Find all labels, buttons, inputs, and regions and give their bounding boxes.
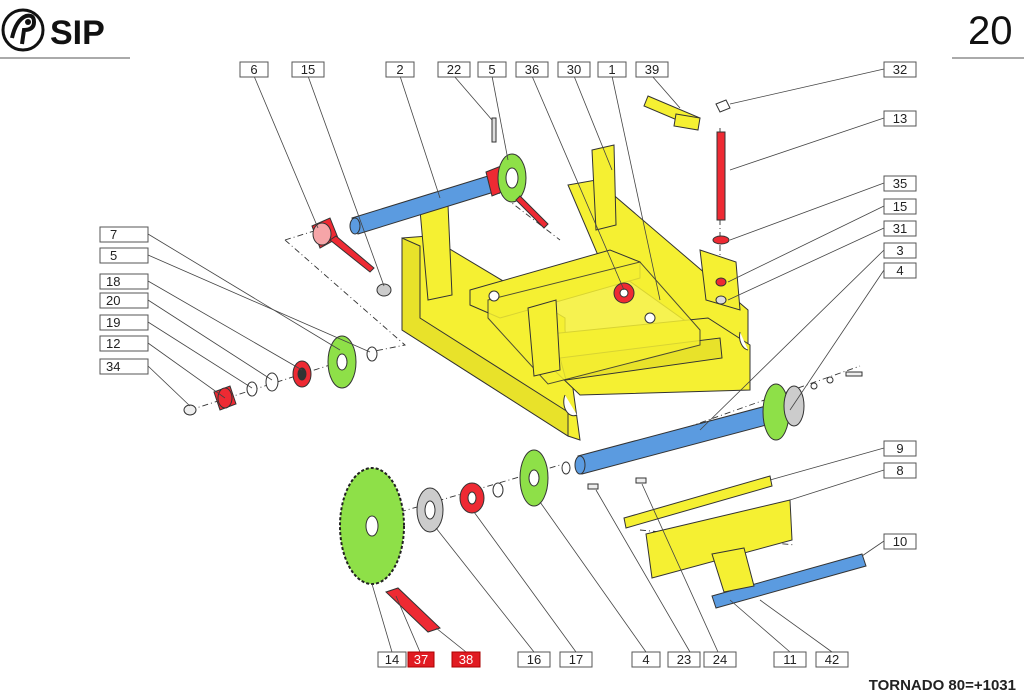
pin-22	[491, 117, 497, 143]
callout-16: 16	[517, 651, 551, 668]
callout-5: 5	[477, 61, 507, 78]
left-exploded-group	[183, 335, 378, 416]
lower-shaft-assembly	[574, 371, 863, 490]
svg-text:38: 38	[459, 652, 473, 667]
callout-31: 31	[883, 220, 917, 237]
svg-text:20: 20	[106, 293, 120, 308]
svg-text:1: 1	[608, 62, 615, 77]
leader-lines	[147, 68, 885, 653]
lower-left-group	[339, 449, 571, 633]
svg-text:39: 39	[645, 62, 659, 77]
callout-2: 2	[385, 61, 415, 78]
svg-text:8: 8	[896, 463, 903, 478]
svg-text:42: 42	[825, 652, 839, 667]
svg-text:6: 6	[250, 62, 257, 77]
brand-name: SIP	[50, 14, 105, 52]
brand-logo: SIP	[1, 8, 105, 52]
svg-text:31: 31	[893, 221, 907, 236]
callout-42: 42	[815, 651, 849, 668]
page-number: 20	[968, 9, 1013, 53]
callout-23: 23	[667, 651, 701, 668]
svg-text:34: 34	[106, 359, 120, 374]
callout-12: 12	[99, 335, 149, 352]
svg-text:32: 32	[893, 62, 907, 77]
callout-5b: 5	[99, 247, 149, 264]
callout-38: 38	[451, 651, 481, 668]
callout-13: 13	[883, 110, 917, 127]
callout-4b: 4	[631, 651, 661, 668]
svg-text:23: 23	[677, 652, 691, 667]
callout-17: 17	[559, 651, 593, 668]
callout-18: 18	[99, 273, 149, 290]
upper-sprocket-assembly	[485, 117, 549, 229]
svg-text:30: 30	[567, 62, 581, 77]
footer-model-text: TORNADO 80=+1031	[869, 677, 1016, 694]
top-right-parts	[643, 95, 731, 305]
svg-text:5: 5	[488, 62, 495, 77]
callout-32: 32	[883, 61, 917, 78]
svg-text:19: 19	[106, 315, 120, 330]
svg-text:3: 3	[896, 243, 903, 258]
nut-15	[376, 283, 392, 297]
callout-37: 37	[407, 651, 435, 668]
svg-text:2: 2	[396, 62, 403, 77]
svg-text:4: 4	[896, 263, 903, 278]
svg-text:12: 12	[106, 336, 120, 351]
callout-14: 14	[377, 651, 407, 668]
callout-7: 7	[99, 226, 149, 243]
callout-8: 8	[883, 462, 917, 479]
lower-right-plates	[623, 475, 867, 609]
svg-text:13: 13	[893, 111, 907, 126]
callout-36: 36	[515, 61, 549, 78]
svg-text:22: 22	[447, 62, 461, 77]
callout-20: 20	[99, 292, 149, 309]
svg-text:7: 7	[110, 227, 117, 242]
svg-text:18: 18	[106, 274, 120, 289]
callout-11: 11	[773, 651, 807, 668]
callout-15: 15	[291, 61, 325, 78]
svg-text:5: 5	[110, 248, 117, 263]
callout-19: 19	[99, 314, 149, 331]
main-frame	[401, 144, 751, 441]
svg-text:24: 24	[713, 652, 727, 667]
callout-9: 9	[883, 440, 917, 457]
callout-3: 3	[883, 242, 917, 259]
callout-15b: 15	[883, 198, 917, 215]
callout-6: 6	[239, 61, 269, 78]
callout-30: 30	[557, 61, 591, 78]
callout-24: 24	[703, 651, 737, 668]
svg-text:10: 10	[893, 534, 907, 549]
callout-labels: 6 15 2 22 5 36 30 1 39 32 13 35 15 31 3 …	[99, 61, 917, 668]
svg-text:4: 4	[642, 652, 649, 667]
svg-text:17: 17	[569, 652, 583, 667]
bearing-housing-left	[311, 217, 392, 297]
svg-text:15: 15	[893, 199, 907, 214]
svg-text:37: 37	[414, 652, 428, 667]
callout-4: 4	[883, 262, 917, 279]
svg-text:14: 14	[385, 652, 399, 667]
callout-22: 22	[437, 61, 471, 78]
svg-text:15: 15	[301, 62, 315, 77]
svg-text:36: 36	[525, 62, 539, 77]
callout-39: 39	[635, 61, 669, 78]
callout-10: 10	[883, 533, 917, 550]
callout-34: 34	[99, 358, 149, 375]
callout-1: 1	[597, 61, 627, 78]
callout-35: 35	[883, 175, 917, 192]
svg-text:9: 9	[896, 441, 903, 456]
svg-text:11: 11	[783, 652, 797, 667]
svg-text:35: 35	[893, 176, 907, 191]
svg-text:16: 16	[527, 652, 541, 667]
